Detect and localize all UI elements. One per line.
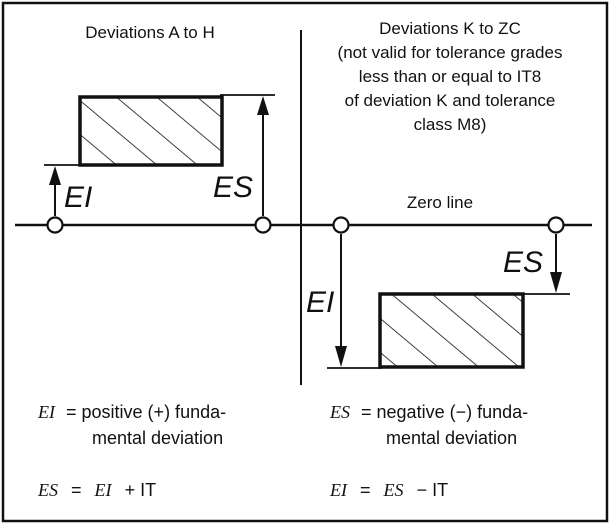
- right-note-line2: mental deviation: [386, 428, 517, 448]
- left-ei-origin-marker: [46, 216, 64, 234]
- left-note-line2: mental deviation: [92, 428, 223, 448]
- right-formula-rhs-symbol: ES: [383, 480, 404, 500]
- left-formula-op: =: [71, 480, 82, 500]
- left-note-line1: EI = positive (+) funda-: [37, 402, 226, 422]
- right-ei-symbol: EI: [306, 286, 334, 319]
- right-heading-line: class M8): [414, 115, 487, 134]
- right-es-arrow: [550, 234, 562, 293]
- left-tolerance-zone: [78, 95, 224, 167]
- left-formula-rhs-rest: + IT: [125, 480, 157, 500]
- right-heading-line: Deviations K to ZC: [379, 19, 521, 38]
- right-formula-rhs-rest: − IT: [417, 480, 449, 500]
- left-formula: ES = EI + IT: [37, 480, 156, 500]
- left-ei-symbol: EI: [64, 181, 92, 214]
- left-ei-arrow: [49, 166, 61, 216]
- left-es-arrow: [257, 96, 269, 216]
- left-note-symbol: EI: [37, 402, 56, 422]
- left-es-symbol: ES: [213, 171, 253, 204]
- zero-line-label: Zero line: [407, 193, 473, 212]
- right-formula: EI = ES − IT: [329, 480, 448, 500]
- right-heading-line: less than or equal to IT8: [359, 67, 541, 86]
- left-heading: Deviations A to H: [85, 23, 214, 42]
- right-es-symbol: ES: [503, 246, 543, 279]
- left-formula-rhs-symbol: EI: [94, 480, 113, 500]
- right-heading-line: (not valid for tolerance grades: [338, 43, 563, 62]
- left-formula-lhs: ES: [37, 480, 58, 500]
- right-note-symbol: ES: [329, 402, 350, 422]
- right-formula-lhs: EI: [329, 480, 348, 500]
- left-note-text: = positive (+) funda-: [66, 402, 226, 422]
- left-es-origin-marker: [254, 216, 272, 234]
- right-tolerance-zone: [378, 292, 525, 369]
- right-ei-arrow: [335, 234, 347, 367]
- right-note-line1: ES = negative (−) funda-: [329, 402, 528, 422]
- right-note-text: = negative (−) funda-: [361, 402, 528, 422]
- right-heading: Deviations K to ZC (not valid for tolera…: [338, 19, 563, 134]
- right-formula-op: =: [360, 480, 371, 500]
- right-es-origin-marker: [547, 216, 565, 234]
- right-ei-origin-marker: [332, 216, 350, 234]
- right-heading-line: of deviation K and tolerance: [345, 91, 556, 110]
